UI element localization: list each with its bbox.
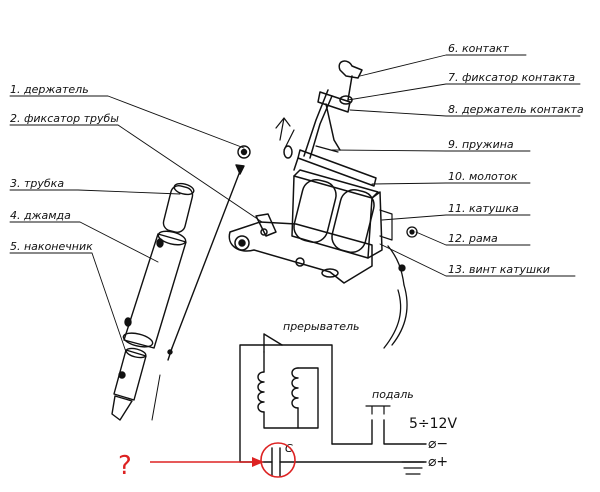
label-2: 2. фиксатор трубы xyxy=(10,112,119,125)
circuit-schematic xyxy=(239,333,427,477)
label-1: 1. держатель xyxy=(10,83,89,96)
grip-part xyxy=(122,230,187,349)
label-12: 12. рама xyxy=(448,232,498,245)
leader-lines xyxy=(9,54,581,353)
interrupter-label: прерыватель xyxy=(283,320,360,333)
label-8: 8. держатель контакта xyxy=(448,103,584,116)
voltage-label: 5÷12V xyxy=(409,416,457,432)
coil-pair xyxy=(291,169,393,259)
clip-cord xyxy=(383,226,418,349)
label-3: 3. трубка xyxy=(10,177,64,190)
label-6: 6. контакт xyxy=(448,42,509,55)
plus-terminal: ⌀+ xyxy=(428,454,448,470)
armature-spring xyxy=(275,89,377,187)
label-4: 4. джамда xyxy=(10,209,71,222)
label-13: 13. винт катушки xyxy=(448,263,550,276)
tube-part xyxy=(162,182,195,233)
minus-terminal: ⌀− xyxy=(428,436,448,452)
label-10: 10. молоток xyxy=(448,170,518,183)
red-arrow-head xyxy=(252,457,264,467)
machine-frame xyxy=(228,213,373,284)
part-labels: 1. держатель 2. фиксатор трубы 3. трубка… xyxy=(10,42,584,276)
question-mark: ? xyxy=(118,451,132,481)
label-5: 5. наконечник xyxy=(10,240,93,253)
ground-symbol xyxy=(401,461,425,475)
label-11: 11. катушка xyxy=(448,202,519,215)
tip-part xyxy=(111,347,147,421)
capacitor-label: C xyxy=(285,442,293,455)
question-annotation: ? xyxy=(118,442,296,481)
red-circle-highlight xyxy=(260,442,296,478)
pedal-label: подаль xyxy=(372,388,414,401)
needle-part xyxy=(151,145,251,421)
label-9: 9. пружина xyxy=(448,138,514,151)
contact-assembly xyxy=(317,60,363,151)
label-7: 7. фиксатор контакта xyxy=(448,71,575,84)
